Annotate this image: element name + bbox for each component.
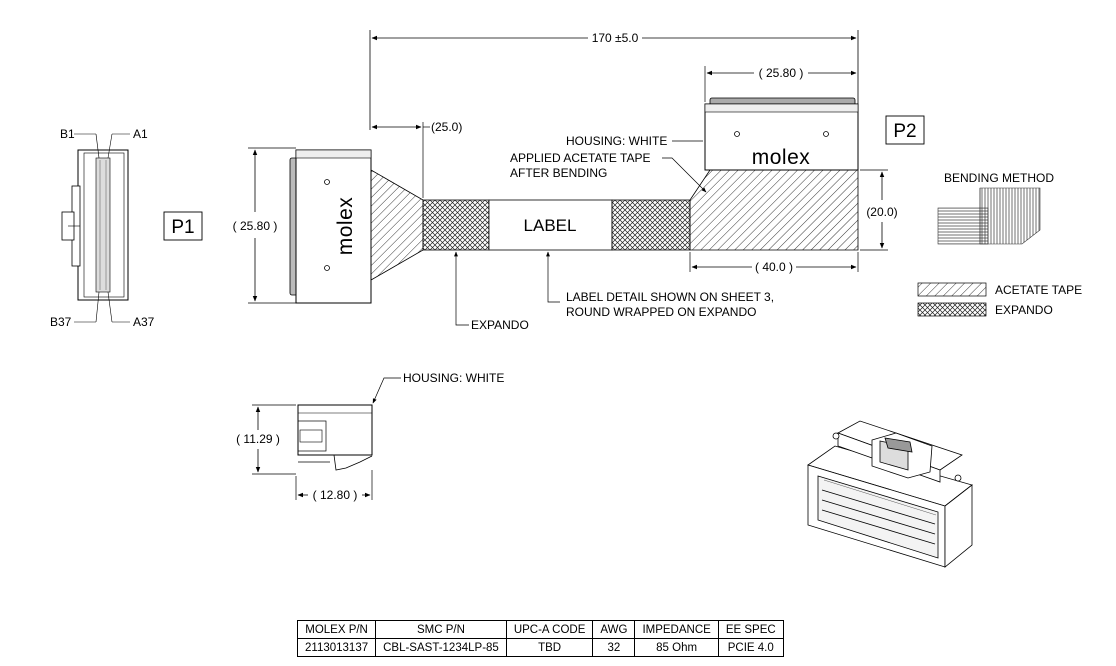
label-note-line2: ROUND WRAPPED ON EXPANDO	[566, 305, 756, 319]
overall-dim-text: 170 ±5.0	[592, 31, 639, 45]
tape-note-line2: AFTER BENDING	[510, 166, 607, 180]
bend-dimension: ( 40.0 )	[689, 252, 859, 274]
expando-note: EXPANDO	[471, 318, 529, 332]
spec-cell-upc: TBD	[505, 638, 594, 657]
legend: ACETATE TAPE EXPANDO	[917, 282, 1082, 317]
p1-height-dimension: ( 25.80 )	[233, 147, 296, 304]
isometric-connector-view	[807, 420, 973, 568]
p1-height-dim-text: ( 25.80 )	[233, 219, 278, 233]
side-housing-note: HOUSING: WHITE	[403, 371, 504, 385]
spec-header-awg: AWG	[592, 620, 636, 639]
p2-molex-logo: molex	[752, 146, 811, 169]
p2-tag: P2	[885, 115, 925, 145]
pin-label-b1: B1	[60, 127, 75, 141]
breakout-dim-text: (25.0)	[431, 120, 462, 134]
cable-body: LABEL	[370, 169, 859, 281]
pin-label-a37: A37	[133, 315, 155, 329]
tape-note-line1: APPLIED ACETATE TAPE	[510, 151, 651, 165]
cable-label-text: LABEL	[524, 216, 577, 235]
legend-swatch-expando	[917, 302, 987, 317]
bending-method: BENDING METHOD	[937, 171, 1054, 245]
cable-callouts: EXPANDO LABEL DETAIL SHOWN ON SHEET 3, R…	[454, 251, 774, 332]
spec-table-header-row: MOLEX P/N SMC P/N UPC-A CODE AWG IMPEDAN…	[296, 620, 784, 639]
bend-dim-text: ( 40.0 )	[755, 260, 793, 274]
spec-cell-molex-pn: 2113013137	[296, 638, 377, 657]
spec-table: MOLEX P/N SMC P/N UPC-A CODE AWG IMPEDAN…	[296, 620, 784, 657]
bending-method-title: BENDING METHOD	[944, 171, 1054, 185]
p1-tag-text: P1	[171, 217, 194, 238]
spec-header-upc: UPC-A CODE	[505, 620, 594, 639]
breakout-dimension: (25.0)	[371, 120, 462, 198]
pin-label-a1: A1	[133, 127, 148, 141]
cable-label-box	[488, 199, 613, 251]
p2-housing-note: HOUSING: WHITE	[566, 134, 667, 148]
overall-dimension: 170 ±5.0	[369, 30, 859, 130]
spec-cell-ee-spec: PCIE 4.0	[717, 638, 784, 657]
side-height-dim-text: ( 11.29 )	[236, 432, 280, 446]
label-note-line1: LABEL DETAIL SHOWN ON SHEET 3,	[566, 290, 774, 304]
spec-header-impedance: IMPEDANCE	[634, 620, 719, 639]
table-row: 2113013137 CBL-SAST-1234LP-85 TBD 32 85 …	[296, 638, 784, 657]
p1-end-view: B1 A1 B37 A37	[50, 127, 155, 329]
legend-label-expando: EXPANDO	[995, 303, 1053, 317]
side-view: HOUSING: WHITE ( 11.29 ) ( 12.80 )	[236, 371, 504, 502]
spec-cell-impedance: 85 Ohm	[634, 638, 719, 657]
p2-height-dim-text: (20.0)	[866, 205, 897, 219]
legend-swatch-acetate	[917, 282, 987, 297]
spec-header-smc-pn: SMC P/N	[375, 620, 507, 639]
p2-width-dimension: ( 25.80 )	[704, 66, 857, 102]
legend-label-acetate: ACETATE TAPE	[995, 283, 1082, 297]
spec-header-molex-pn: MOLEX P/N	[296, 620, 377, 639]
p1-molex-logo: molex	[334, 197, 357, 256]
p2-callouts: HOUSING: WHITE APPLIED ACETATE TAPE AFTE…	[510, 134, 707, 193]
pin-label-b37: B37	[50, 315, 72, 329]
spec-cell-smc-pn: CBL-SAST-1234LP-85	[375, 638, 507, 657]
p1-tag: P1	[163, 211, 203, 241]
p2-connector-top: molex	[704, 97, 859, 171]
spec-cell-awg: 32	[592, 638, 636, 657]
p1-connector-top: molex	[289, 149, 372, 304]
p2-tag-text: P2	[893, 121, 916, 142]
spec-header-ee-spec: EE SPEC	[717, 620, 784, 639]
side-depth-dim-text: ( 12.80 )	[313, 488, 358, 502]
p2-width-dim-text: ( 25.80 )	[759, 66, 804, 80]
p2-height-dimension: (20.0)	[860, 169, 898, 251]
